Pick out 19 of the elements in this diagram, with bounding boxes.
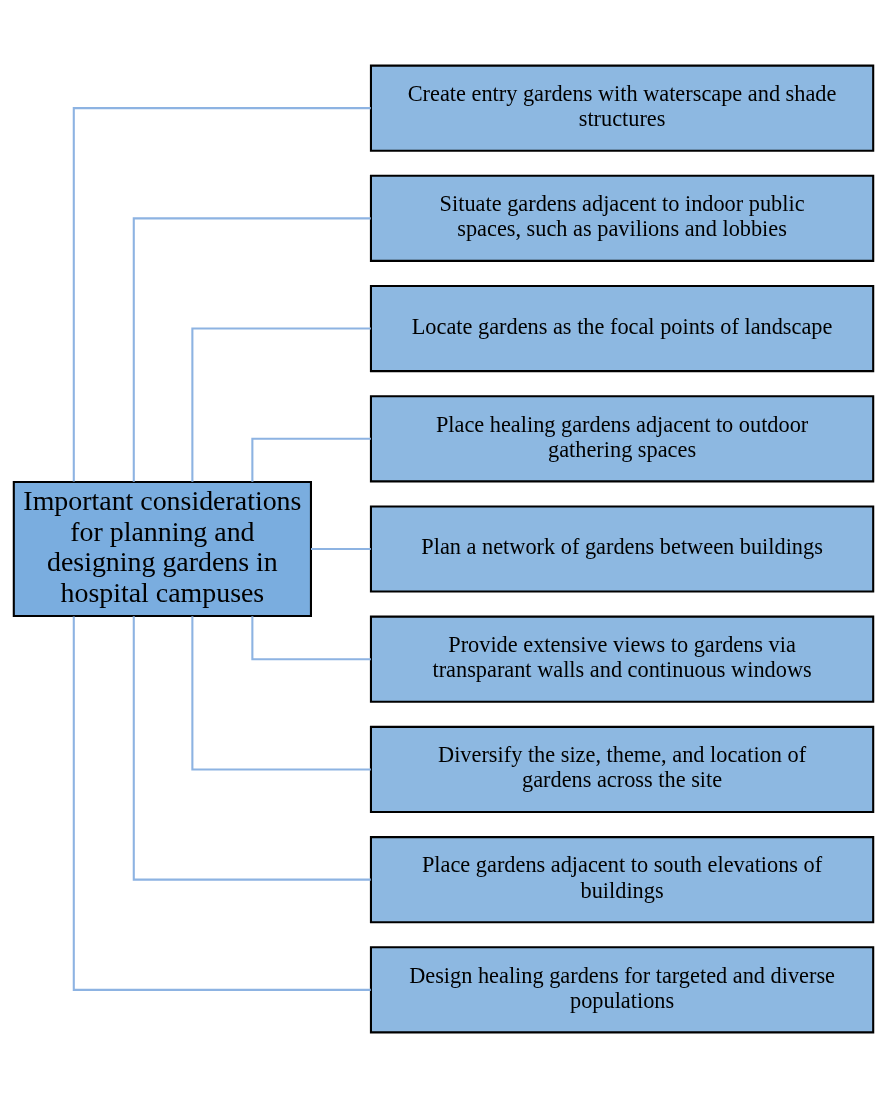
node-box: Plan a network of gardens between buildings <box>369 504 875 593</box>
connector <box>191 327 371 482</box>
connector <box>251 437 371 482</box>
node-box: Diversify the size, theme, and location of gardens across the site <box>369 725 875 813</box>
node-box: Place healing gardens adjacent to outdoor gathering spaces <box>369 394 875 482</box>
connector <box>251 615 371 660</box>
node-box: Important considerations for planning and designing gardens in hospital campuses <box>12 480 312 617</box>
connector <box>191 615 371 770</box>
connector <box>132 615 371 881</box>
node-box: Situate gardens adjacent to indoor public spaces, such as pavilions and lobbies <box>369 174 875 262</box>
node-box: Locate gardens as the focal points of landscape <box>369 284 875 372</box>
connector <box>311 547 371 550</box>
connector <box>72 615 371 991</box>
connector <box>132 216 371 482</box>
node-box: Design healing gardens for targeted and diverse populations <box>369 945 875 1033</box>
connector <box>72 106 371 482</box>
node-box: Provide extensive views to gardens via transparant walls and continuous windows <box>369 615 875 703</box>
node-box: Place gardens adjacent to south elevations of buildings <box>369 835 875 923</box>
node-box: Create entry gardens with waterscape and shade structures <box>369 64 875 152</box>
